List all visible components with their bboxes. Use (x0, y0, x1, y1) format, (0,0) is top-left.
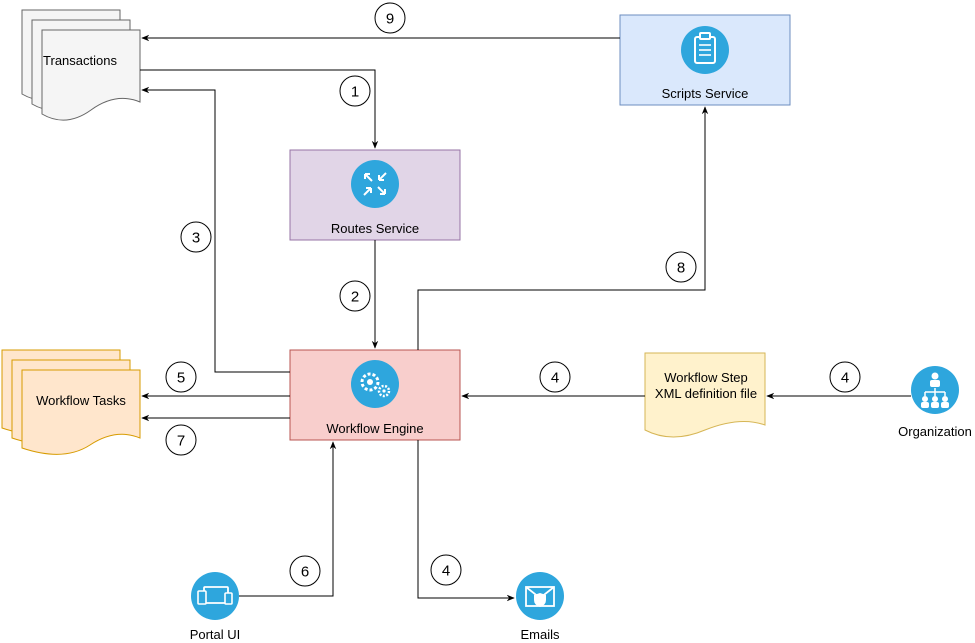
svg-text:4: 4 (841, 370, 849, 387)
step-badge: 6 (289, 555, 321, 587)
step-badge: 3 (180, 221, 212, 253)
organization-label: Organization (898, 424, 972, 439)
step-badge: 7 (165, 424, 197, 456)
emails-node: Emails (516, 572, 564, 642)
routes-service-node: Routes Service (289, 149, 461, 241)
workflow-engine-node: Workflow Engine (289, 349, 461, 441)
step-badge: 4 (430, 554, 462, 586)
step-badge: 4 (539, 361, 571, 393)
workflow-tasks-label: Workflow Tasks (36, 393, 126, 408)
svg-text:7: 7 (177, 433, 185, 450)
step-badge: 8 (665, 251, 697, 283)
svg-text:8: 8 (677, 260, 685, 277)
org-chart-icon (911, 366, 959, 414)
clipboard-icon (681, 26, 729, 74)
edge-engine-to-emails (417, 440, 515, 602)
secure-mail-icon (516, 572, 564, 620)
edge-portal-to-engine (239, 441, 337, 597)
svg-text:6: 6 (301, 564, 309, 581)
step-badge: 2 (339, 280, 371, 312)
routes-service-label: Routes Service (331, 221, 419, 236)
transactions-label: Transactions (43, 53, 117, 68)
svg-text:5: 5 (177, 370, 185, 387)
svg-text:4: 4 (442, 563, 450, 580)
svg-text:4: 4 (551, 370, 559, 387)
edge-engine-to-transactions (141, 86, 290, 373)
step-badge: 4 (829, 361, 861, 393)
transactions-doc-stack: Transactions (21, 9, 141, 121)
svg-text:9: 9 (386, 11, 394, 28)
step-badge: 9 (374, 2, 406, 34)
step-badge: 1 (339, 75, 371, 107)
edge-engine-to-scripts (417, 106, 709, 350)
scripts-service-node: Scripts Service (619, 14, 791, 106)
gears-icon (351, 360, 399, 408)
svg-text:3: 3 (192, 230, 200, 247)
emails-label: Emails (520, 627, 560, 642)
svg-text:1: 1 (351, 84, 359, 101)
routing-arrows-icon (351, 160, 399, 208)
scripts-service-label: Scripts Service (662, 86, 749, 101)
workflow-step-label-line1: Workflow Step (664, 370, 748, 385)
edge-transactions-to-routes (140, 69, 379, 149)
workflow-engine-label: Workflow Engine (326, 421, 423, 436)
portal-ui-label: Portal UI (190, 627, 241, 642)
workflow-tasks-doc-stack: Workflow Tasks (1, 349, 141, 455)
svg-text:2: 2 (351, 289, 359, 306)
workflow-step-xml-doc: Workflow Step XML definition file (644, 352, 766, 438)
devices-icon (191, 572, 239, 620)
step-badge: 5 (165, 361, 197, 393)
organization-node: Organization (898, 366, 972, 439)
workflow-step-label-line2: XML definition file (655, 386, 757, 401)
portal-ui-node: Portal UI (190, 572, 241, 642)
